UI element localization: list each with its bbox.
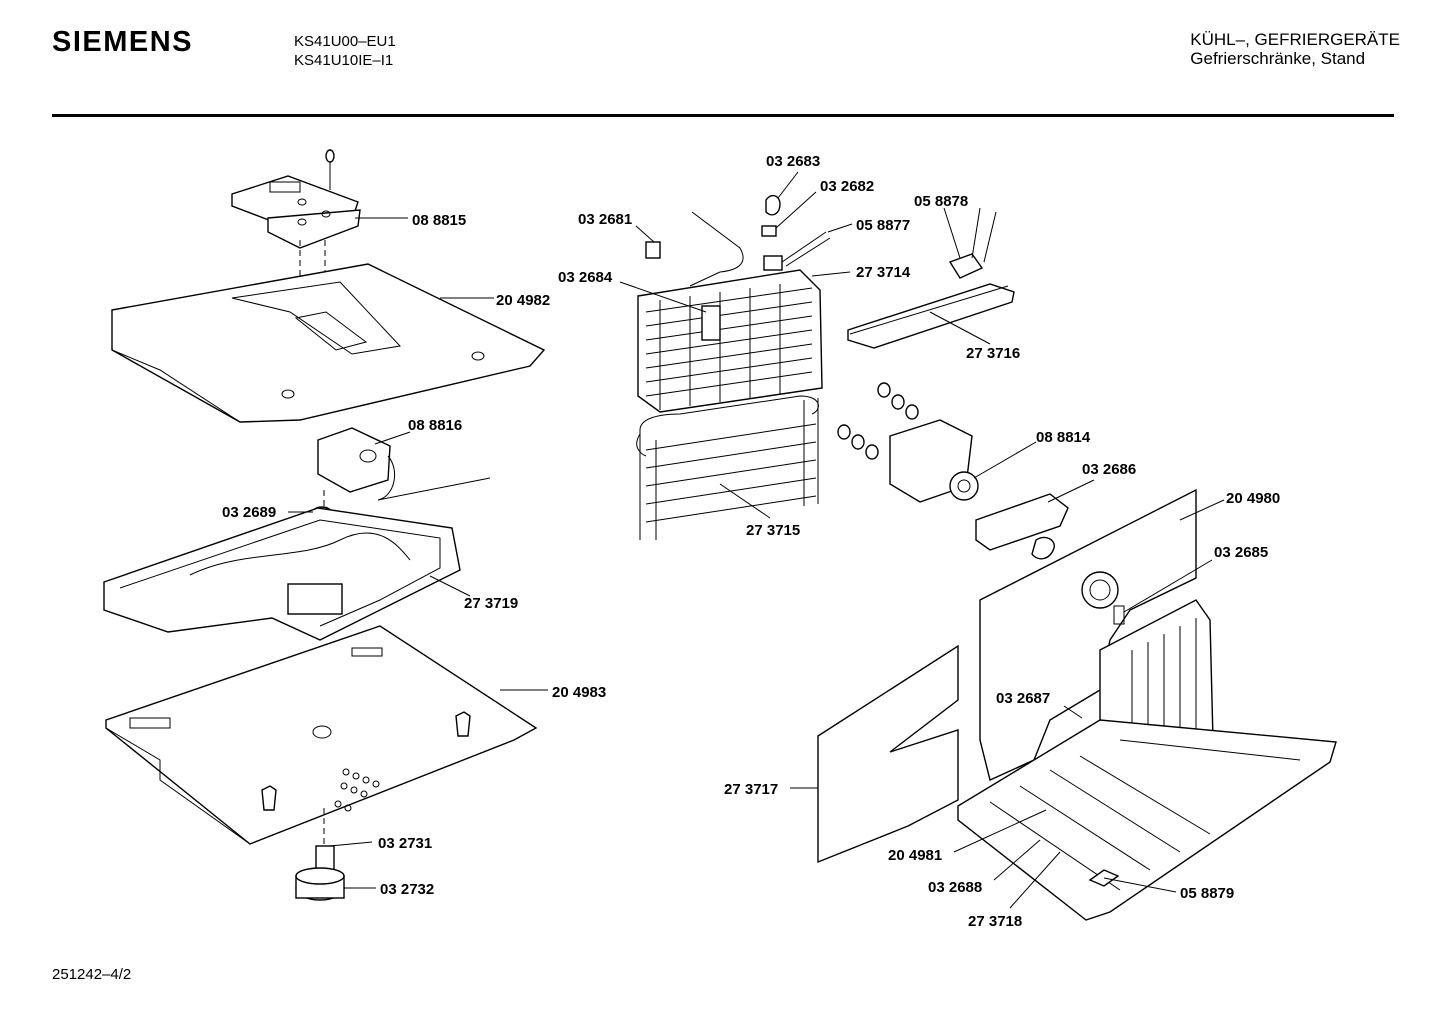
brand-logo: SIEMENS [52,26,194,58]
document-number: 251242–4/2 [52,966,132,983]
part-labels: 08 8815 20 4982 08 8816 03 2689 27 3719 … [222,153,1280,930]
screw-icon [325,149,335,190]
wires-icon [781,231,831,267]
part-label-032684: 03 2684 [558,269,613,286]
part-label-032687: 03 2687 [996,690,1050,707]
condenser-coil-icon [636,395,819,540]
part-label-088816: 08 8816 [408,417,462,434]
nuts-washers-icon [837,382,919,460]
base-plate-icon [105,625,538,845]
capillary-tube-icon [689,211,744,287]
holder-icon [645,241,661,259]
part-label-032681: 03 2681 [578,211,632,228]
part-label-032689: 03 2689 [222,504,276,521]
part-label-273717: 27 3717 [724,781,778,798]
part-label-058879: 05 8879 [1180,885,1234,902]
model-number-2: KS41U10IE–I1 [294,52,394,69]
part-label-032688: 03 2688 [928,879,982,896]
part-label-204981: 20 4981 [888,847,942,864]
part-label-204980: 20 4980 [1226,490,1280,507]
model-number-1: KS41U00–EU1 [294,33,396,50]
knob-icon [295,808,345,901]
category-line-2: Gefrierschränke, Stand [1190,49,1366,68]
part-label-273714: 27 3714 [856,264,911,281]
part-label-204983: 20 4983 [552,684,606,701]
part-label-273715: 27 3715 [746,522,800,539]
category-line-1: KÜHL–, GEFRIERGERÄTE [1190,30,1400,49]
model-numbers: KS41U00–EU1 KS41U10IE–I1 [294,32,396,70]
connector-icon [761,225,777,237]
part-label-032682: 03 2682 [820,178,874,195]
evaporator-coil-icon [637,269,823,413]
part-label-058878: 05 8878 [914,193,968,210]
top-panel-icon [111,263,546,423]
part-label-032686: 03 2686 [1082,461,1136,478]
rail-bracket-icon [847,207,1015,349]
part-label-088814: 08 8814 [1036,429,1091,446]
part-label-273716: 27 3716 [966,345,1020,362]
part-label-058877: 05 8877 [856,217,910,234]
fan-motor-icon [889,419,1069,560]
part-label-032731: 03 2731 [378,835,432,852]
part-label-273718: 27 3718 [968,913,1022,930]
part-label-032685: 03 2685 [1214,544,1268,561]
part-label-204982: 20 4982 [496,292,550,309]
bottom-rack-icon [957,719,1337,921]
header-divider [52,114,1394,117]
evaporator-tray-icon [103,507,461,641]
insulation-sheet-icon [817,644,959,864]
category-title: KÜHL–, GEFRIERGERÄTE Gefrierschränke, St… [1190,30,1400,68]
clip-icon [765,194,781,216]
part-label-032732: 03 2732 [380,881,434,898]
part-label-088815: 08 8815 [412,212,466,229]
part-label-273719: 27 3719 [464,595,518,612]
plug-icon [763,255,783,271]
part-label-032683: 03 2683 [766,153,820,170]
